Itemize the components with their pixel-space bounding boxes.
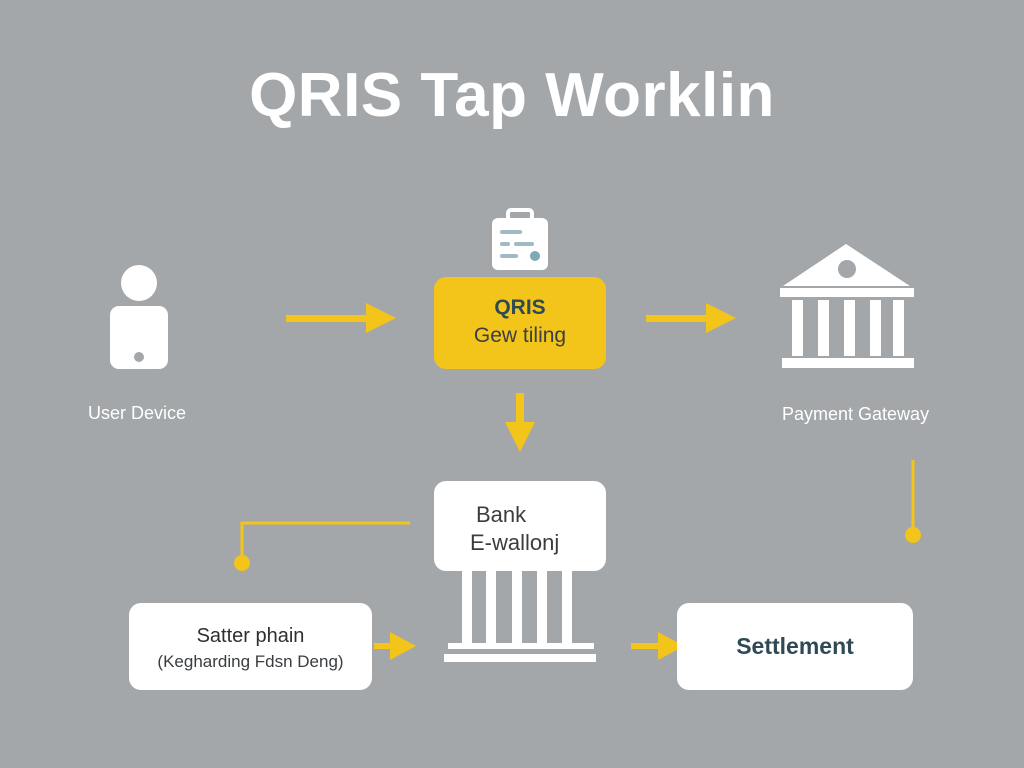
- qris-box: QRIS Gew tiling: [434, 277, 606, 369]
- user-device-icon: [110, 265, 168, 369]
- arrow-qris-to-gateway: [646, 303, 736, 333]
- page-title: QRIS Tap Worklin: [249, 61, 775, 130]
- satter-box-title: Satter phain: [196, 625, 305, 647]
- bank-box-title: Bank: [476, 502, 527, 527]
- arrow-satter-to-bank: [374, 632, 416, 660]
- connector-gateway-to-settlement: [905, 460, 921, 543]
- qris-box-subtitle: Gew tiling: [473, 324, 567, 347]
- arrow-qris-to-bank: [505, 393, 535, 452]
- satter-box: Satter phain (Kegharding Fdsn Deng): [129, 603, 372, 690]
- clipboard-icon: [492, 208, 548, 270]
- qris-box-title: QRIS: [494, 296, 546, 319]
- connector-bank-to-satter: [234, 521, 410, 571]
- payment-gateway-label: Payment Gateway: [782, 404, 930, 424]
- settlement-box-label: Settlement: [736, 633, 854, 659]
- bank-box: Bank E-wallonj: [434, 481, 606, 571]
- settlement-box: Settlement: [677, 603, 913, 690]
- satter-box-subtitle: (Kegharding Fdsn Deng): [157, 652, 344, 671]
- bank-box-subtitle: E-wallonj: [470, 530, 560, 555]
- arrow-bank-to-settlement: [631, 632, 684, 660]
- user-device-label: User Device: [88, 403, 187, 423]
- bank-pillars-icon: [444, 570, 596, 662]
- bank-building-icon: [780, 244, 914, 368]
- arrow-user-to-qris: [286, 303, 396, 333]
